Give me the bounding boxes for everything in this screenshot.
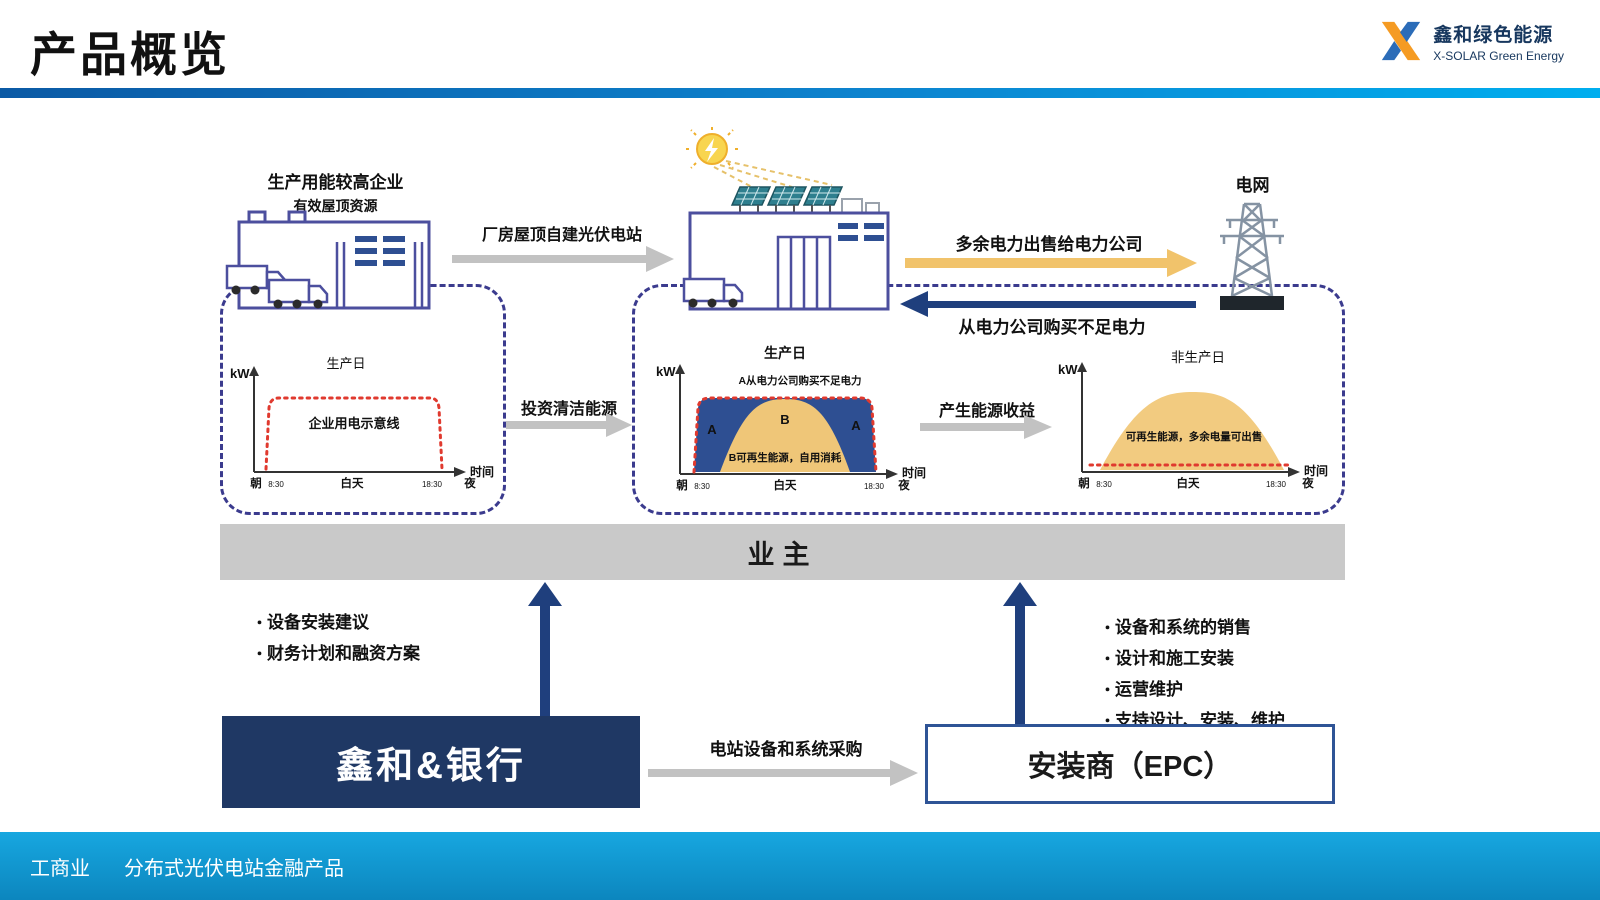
header-divider-bar <box>0 88 1600 98</box>
solar-panel-icon <box>730 186 844 212</box>
logo: 鑫和绿色能源 X-SOLAR Green Energy <box>1378 16 1564 66</box>
x-tick: 18:30 <box>1266 480 1287 489</box>
x-tick: 朝 <box>676 478 688 492</box>
arrow-buy-power <box>900 291 1196 317</box>
demand-curve <box>264 396 444 471</box>
y-axis-label: kW <box>230 366 250 381</box>
x-axis-label: 时间 <box>902 465 926 480</box>
x-tick: 夜 <box>463 476 476 490</box>
x-tick: 朝 <box>1078 476 1090 490</box>
rooftop-equipment <box>841 198 880 214</box>
footer-bar: 工商业 分布式光伏电站金融产品 <box>0 832 1600 900</box>
logo-icon <box>1382 21 1421 61</box>
logo-name: 鑫和绿色能源 <box>1433 24 1554 46</box>
x-tick: 夜 <box>897 478 910 492</box>
epc-box: 安装商（EPC） <box>925 724 1335 804</box>
left-factory-label: 生产用能较高企业 <box>267 173 404 192</box>
x-axis-label: 时间 <box>1304 463 1328 478</box>
list-item: 设备安装建议 <box>252 608 420 639</box>
area-b-label: B可再生能源，自用消耗 <box>729 451 842 464</box>
footer-segment-1: 工商业 <box>30 857 90 880</box>
area-a-letter: A <box>851 418 861 433</box>
arrow-invest-label: 投资清洁能源 <box>520 401 617 418</box>
list-item: 设备和系统的销售 <box>1100 613 1285 644</box>
area-a-label: A从电力公司购买不足电力 <box>738 374 861 387</box>
owner-bar: 业主 <box>220 524 1345 580</box>
chart-title: 非生产日 <box>1171 350 1225 365</box>
up-arrow-epc-to-owner <box>1003 582 1037 724</box>
curve-label: 可再生能源，多余电量可出售 <box>1126 430 1263 443</box>
arrow-build-pv-plant <box>452 246 674 272</box>
factory-building-left <box>225 210 431 310</box>
chart-title: 生产日 <box>764 345 806 361</box>
factory-windows <box>838 223 884 241</box>
list-item: 财务计划和融资方案 <box>252 639 420 670</box>
chart-non-production-day: kW 非生产日 可再生能源，多余电量可出售 时间 朝 8:30 白天 18:30… <box>1058 350 1328 490</box>
logo-subtitle: X-SOLAR Green Energy <box>1433 48 1564 63</box>
arrow-revenue <box>920 415 1052 439</box>
y-axis-label: kW <box>1058 362 1078 377</box>
x-tick: 夜 <box>1301 476 1314 490</box>
arrow-sell-label: 多余电力出售给电力公司 <box>955 235 1143 254</box>
truck-icon <box>682 277 744 308</box>
factory-door <box>776 235 832 311</box>
x-tick: 朝 <box>250 476 262 490</box>
x-tick: 18:30 <box>864 482 885 491</box>
logo-text: 鑫和绿色能源 X-SOLAR Green Energy <box>1433 20 1564 63</box>
area-b-letter: B <box>780 412 789 427</box>
x-tick: 8:30 <box>268 480 284 489</box>
y-axis-label: kW <box>656 364 676 379</box>
page-title: 产品概览 <box>30 28 230 81</box>
dashed-group-after <box>632 284 1345 515</box>
transmission-tower-icon <box>1220 202 1284 310</box>
area-a-letter: A <box>707 422 717 437</box>
truck-icon <box>225 264 329 309</box>
x-axis-label: 时间 <box>470 464 494 479</box>
footer-segment-2: 分布式光伏电站金融产品 <box>124 857 344 880</box>
bank-services-list: 设备安装建议 财务计划和融资方案 <box>252 608 420 670</box>
factory-windows <box>355 236 405 266</box>
factory-building-solar <box>682 124 890 311</box>
chart-production-day: kW 生产日 A从电力公司购买不足电力 A A B B可再生能源，自用消耗 时间… <box>656 345 926 492</box>
left-factory-sublabel: 有效屋顶资源 <box>293 198 378 214</box>
bank-box: 鑫和&银行 <box>222 716 640 808</box>
x-tick: 8:30 <box>694 482 710 491</box>
up-arrow-bank-to-owner <box>528 582 562 716</box>
arrow-invest <box>506 413 632 437</box>
arrow-build-label: 厂房屋顶自建光伏电站 <box>481 227 642 244</box>
list-item: 运营维护 <box>1100 675 1285 706</box>
x-tick: 白天 <box>341 476 364 490</box>
arrow-buy-label: 从电力公司购买不足电力 <box>958 318 1146 337</box>
x-tick: 白天 <box>774 478 797 492</box>
area-renewable <box>720 399 850 472</box>
arrow-revenue-label: 产生能源收益 <box>938 403 1035 420</box>
arrow-procure <box>648 760 918 786</box>
chart-title: 生产日 <box>326 356 365 371</box>
x-tick: 8:30 <box>1096 480 1112 489</box>
epc-services-list: 设备和系统的销售 设计和施工安装 运营维护 支持设计、安装、维护 <box>1100 613 1285 737</box>
arrow-sell-power <box>905 249 1197 277</box>
x-tick: 18:30 <box>422 480 443 489</box>
area-renewable-surplus <box>1100 392 1284 470</box>
grid-label: 电网 <box>1235 176 1270 195</box>
sun-icon <box>683 124 833 188</box>
chart-demand-curve: kW 生产日 企业用电示意线 时间 朝 8:30 白天 18:30 夜 <box>230 356 494 490</box>
list-item: 设计和施工安装 <box>1100 644 1285 675</box>
arrow-procure-label: 电站设备和系统采购 <box>709 740 863 759</box>
curve-label: 企业用电示意线 <box>307 416 399 431</box>
x-tick: 白天 <box>1177 476 1200 490</box>
